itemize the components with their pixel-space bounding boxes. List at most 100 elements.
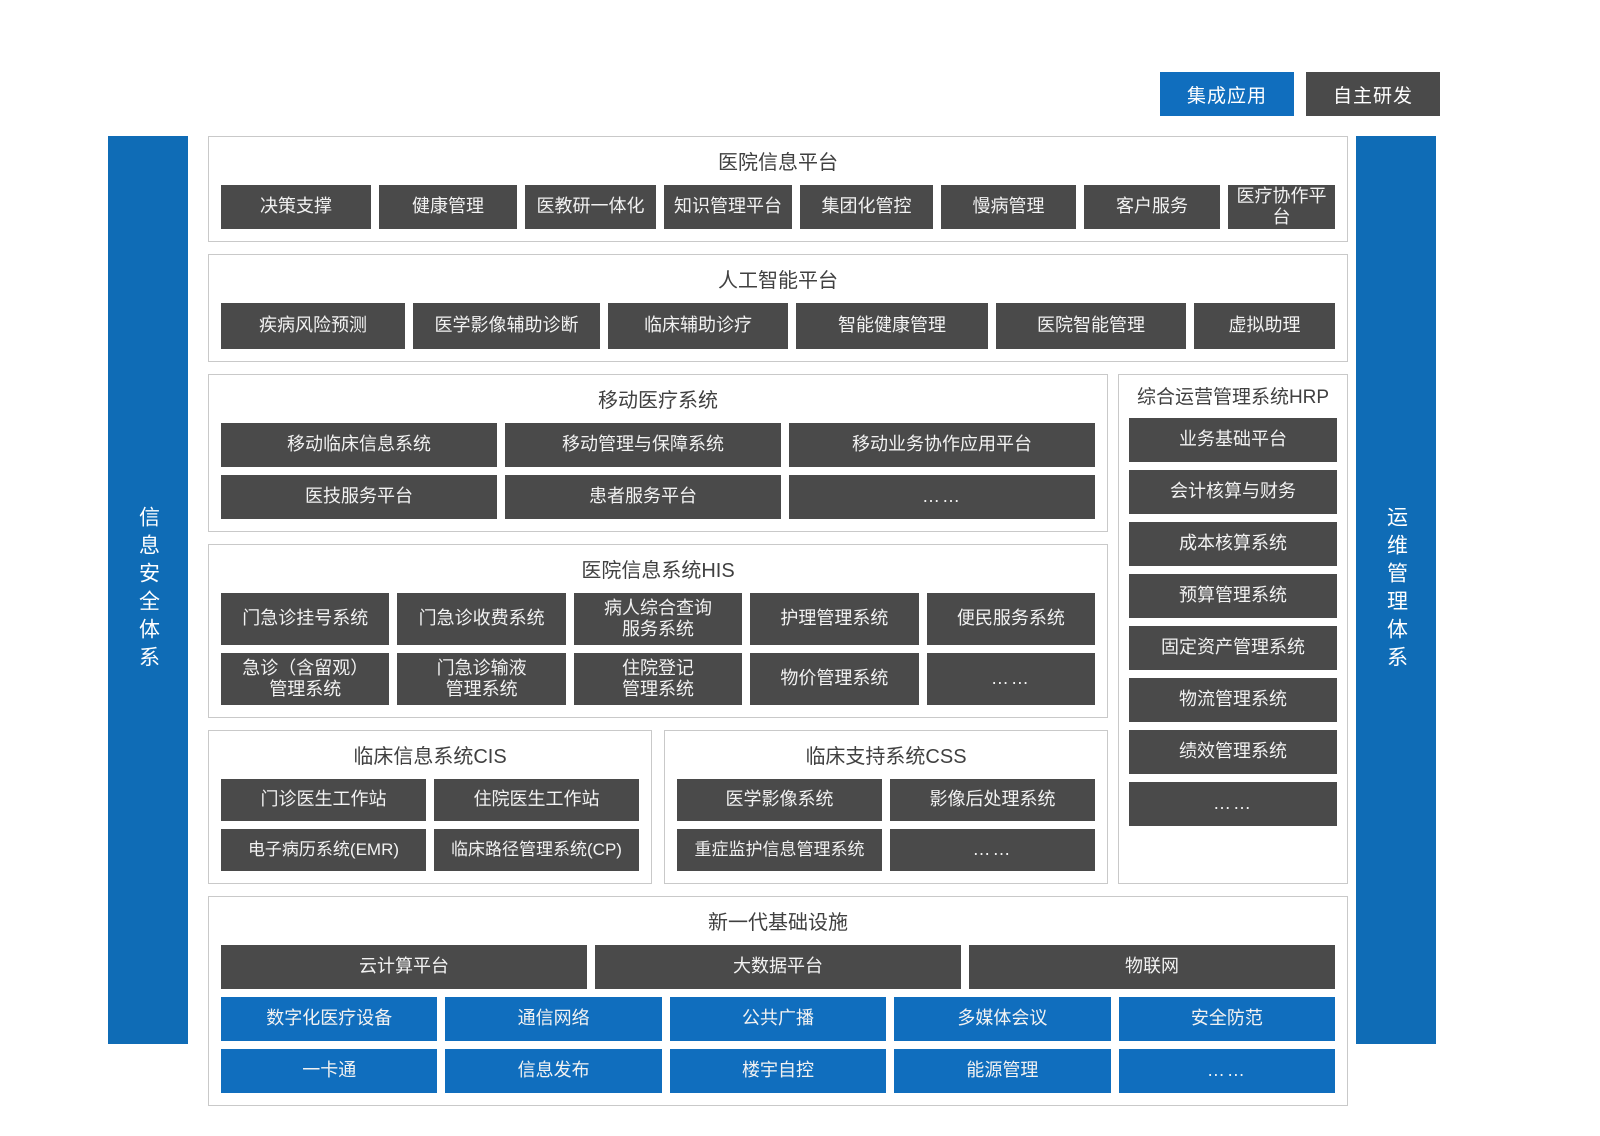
module-cloud-computing-platform[interactable]: 云计算平台	[221, 945, 587, 989]
module-cost-accounting-system[interactable]: 成本核算系统	[1129, 521, 1337, 566]
module-inpatient-registration-system[interactable]: 住院登记 管理系统	[573, 653, 743, 705]
module-smart-health-management[interactable]: 智能健康管理	[796, 303, 988, 349]
infrastructure-row-3: 一卡通 信息发布 楼宇自控 能源管理 ……	[221, 1049, 1336, 1093]
panel-title-mobile: 移动医疗系统	[598, 390, 718, 412]
cis-row-2: 电子病历系统(EMR) 临床路径管理系统(CP)	[221, 829, 639, 871]
sidebar-operations-management: 运维管理体系	[1356, 136, 1436, 1044]
module-security-protection[interactable]: 安全防范	[1118, 997, 1336, 1041]
module-multimedia-conference[interactable]: 多媒体会议	[894, 997, 1111, 1041]
module-medical-collaboration-platform[interactable]: 医疗协作平台	[1228, 185, 1335, 229]
css-row-2: 重症监护信息管理系统 ……	[677, 829, 1095, 871]
module-budget-management-system[interactable]: 预算管理系统	[1129, 573, 1337, 618]
middle-right-column: 综合运营管理系统HRP 业务基础平台 会计核算与财务 成本核算系统 预算管理系统…	[1118, 374, 1348, 884]
module-business-foundation-platform[interactable]: 业务基础平台	[1129, 417, 1337, 462]
infrastructure-row-1: 云计算平台 大数据平台 物联网	[221, 945, 1335, 989]
module-convenience-service-system[interactable]: 便民服务系统	[926, 593, 1096, 645]
cis-row-1: 门诊医生工作站 住院医生工作站	[221, 779, 639, 821]
mobile-row-1: 移动临床信息系统 移动管理与保障系统 移动业务协作应用平台	[221, 423, 1095, 467]
module-all-in-one-card[interactable]: 一卡通	[221, 1049, 438, 1093]
panel-title-hrp: 综合运营管理系统HRP	[1136, 387, 1330, 408]
module-mobile-business-collaboration-platform[interactable]: 移动业务协作应用平台	[789, 423, 1095, 467]
panel-his: 医院信息系统HIS 门急诊挂号系统 门急诊收费系统 病人综合查询 服务系统 护理…	[208, 544, 1108, 718]
module-price-management-system[interactable]: 物价管理系统	[750, 653, 919, 705]
module-patient-service-platform[interactable]: 患者服务平台	[505, 475, 781, 519]
middle-left-column: 移动医疗系统 移动临床信息系统 移动管理与保障系统 移动业务协作应用平台 医技服…	[208, 374, 1108, 884]
his-row-2: 急诊（含留观） 管理系统 门急诊输液 管理系统 住院登记 管理系统 物价管理系统…	[221, 653, 1096, 705]
module-patient-query-service-system[interactable]: 病人综合查询 服务系统	[573, 593, 743, 645]
module-virtual-assistant[interactable]: 虚拟助理	[1194, 303, 1335, 349]
his-row-1: 门急诊挂号系统 门急诊收费系统 病人综合查询 服务系统 护理管理系统 便民服务系…	[221, 593, 1096, 645]
module-medical-imaging-diagnosis[interactable]: 医学影像辅助诊断	[413, 303, 600, 349]
module-building-automation[interactable]: 楼宇自控	[669, 1049, 887, 1093]
legend-chip-integrated: 集成应用	[1160, 72, 1294, 116]
module-mobile-more[interactable]: ……	[789, 475, 1095, 519]
module-big-data-platform[interactable]: 大数据平台	[595, 945, 961, 989]
main-stack: 医院信息平台 决策支撑 健康管理 医教研一体化 知识管理平台 集团化管控 慢病管…	[208, 136, 1348, 1106]
panel-css: 临床支持系统CSS 医学影像系统 影像后处理系统 重症监护信息管理系统 ……	[664, 730, 1108, 884]
panel-infrastructure: 新一代基础设施 云计算平台 大数据平台 物联网 数字化医疗设备 通信网络 公共广…	[208, 896, 1348, 1106]
module-accounting-finance[interactable]: 会计核算与财务	[1129, 469, 1337, 514]
module-mobile-management-support-system[interactable]: 移动管理与保障系统	[505, 423, 781, 467]
sidebar-right-label: 运维管理体系	[1384, 506, 1408, 674]
module-outpatient-doctor-workstation[interactable]: 门诊医生工作站	[221, 779, 426, 821]
module-public-broadcasting[interactable]: 公共广播	[669, 997, 887, 1041]
panel-mobile-medical-system: 移动医疗系统 移动临床信息系统 移动管理与保障系统 移动业务协作应用平台 医技服…	[208, 374, 1108, 532]
panel-title-hospital-platform: 医院信息平台	[718, 152, 838, 174]
module-hospital-smart-management[interactable]: 医院智能管理	[996, 303, 1186, 349]
module-performance-management-system[interactable]: 绩效管理系统	[1129, 729, 1337, 774]
module-emr-system[interactable]: 电子病历系统(EMR)	[221, 829, 426, 871]
module-outpatient-billing-system[interactable]: 门急诊收费系统	[397, 593, 566, 645]
sidebar-information-security: 信息安全体系	[108, 136, 188, 1044]
module-infrastructure-more[interactable]: ……	[1118, 1049, 1336, 1093]
module-logistics-management-system[interactable]: 物流管理系统	[1129, 677, 1337, 722]
panel-title-ai-platform: 人工智能平台	[718, 270, 838, 292]
module-group-management-control[interactable]: 集团化管控	[800, 185, 933, 229]
module-customer-service[interactable]: 客户服务	[1084, 185, 1220, 229]
middle-region: 移动医疗系统 移动临床信息系统 移动管理与保障系统 移动业务协作应用平台 医技服…	[208, 374, 1348, 884]
module-image-postprocessing-system[interactable]: 影像后处理系统	[890, 779, 1095, 821]
module-mobile-clinical-information-system[interactable]: 移动临床信息系统	[221, 423, 497, 467]
module-infusion-management-system[interactable]: 门急诊输液 管理系统	[397, 653, 566, 705]
module-fixed-asset-management-system[interactable]: 固定资产管理系统	[1129, 625, 1337, 670]
panel-title-infrastructure: 新一代基础设施	[708, 912, 848, 934]
module-hrp-more[interactable]: ……	[1129, 781, 1337, 826]
panel-title-css: 临床支持系统CSS	[805, 746, 967, 768]
module-energy-management[interactable]: 能源管理	[894, 1049, 1111, 1093]
mobile-row-2: 医技服务平台 患者服务平台 ……	[221, 475, 1095, 519]
sidebar-left-label: 信息安全体系	[136, 506, 160, 674]
module-clinical-pathway-system[interactable]: 临床路径管理系统(CP)	[434, 829, 639, 871]
module-health-management[interactable]: 健康管理	[379, 185, 517, 229]
module-outpatient-registration-system[interactable]: 门急诊挂号系统	[221, 593, 390, 645]
module-medical-education-research[interactable]: 医教研一体化	[525, 185, 656, 229]
module-chronic-disease-management[interactable]: 慢病管理	[941, 185, 1076, 229]
module-knowledge-management-platform[interactable]: 知识管理平台	[664, 185, 792, 229]
module-emergency-observation-system[interactable]: 急诊（含留观） 管理系统	[221, 653, 390, 705]
module-internet-of-things[interactable]: 物联网	[969, 945, 1335, 989]
module-digital-medical-equipment[interactable]: 数字化医疗设备	[221, 997, 438, 1041]
module-medical-imaging-system[interactable]: 医学影像系统	[677, 779, 882, 821]
module-inpatient-doctor-workstation[interactable]: 住院医生工作站	[434, 779, 639, 821]
module-nursing-management-system[interactable]: 护理管理系统	[750, 593, 919, 645]
panel-title-cis: 临床信息系统CIS	[353, 746, 507, 768]
panel-title-his: 医院信息系统HIS	[581, 560, 735, 582]
cis-css-row: 临床信息系统CIS 门诊医生工作站 住院医生工作站 电子病历系统(EMR) 临床…	[208, 730, 1108, 884]
module-medical-technology-service-platform[interactable]: 医技服务平台	[221, 475, 497, 519]
module-his-more[interactable]: ……	[926, 653, 1096, 705]
legend-chip-self-developed: 自主研发	[1306, 72, 1440, 116]
hospital-platform-row: 决策支撑 健康管理 医教研一体化 知识管理平台 集团化管控 慢病管理 客户服务 …	[221, 185, 1335, 229]
module-information-publishing[interactable]: 信息发布	[445, 1049, 662, 1093]
module-css-more[interactable]: ……	[890, 829, 1095, 871]
hrp-item-list: 业务基础平台 会计核算与财务 成本核算系统 预算管理系统 固定资产管理系统 物流…	[1129, 417, 1337, 873]
module-communication-network[interactable]: 通信网络	[445, 997, 662, 1041]
panel-hrp: 综合运营管理系统HRP 业务基础平台 会计核算与财务 成本核算系统 预算管理系统…	[1118, 374, 1348, 884]
module-decision-support[interactable]: 决策支撑	[221, 185, 371, 229]
module-icu-information-management-system[interactable]: 重症监护信息管理系统	[677, 829, 882, 871]
module-clinical-decision-support[interactable]: 临床辅助诊疗	[608, 303, 788, 349]
panel-hospital-information-platform: 医院信息平台 决策支撑 健康管理 医教研一体化 知识管理平台 集团化管控 慢病管…	[208, 136, 1348, 242]
legend: 集成应用 自主研发	[1160, 72, 1440, 116]
infrastructure-row-2: 数字化医疗设备 通信网络 公共广播 多媒体会议 安全防范	[221, 997, 1336, 1041]
ai-platform-row: 疾病风险预测 医学影像辅助诊断 临床辅助诊疗 智能健康管理 医院智能管理 虚拟助…	[221, 303, 1335, 349]
module-disease-risk-prediction[interactable]: 疾病风险预测	[221, 303, 405, 349]
css-row-1: 医学影像系统 影像后处理系统	[677, 779, 1095, 821]
